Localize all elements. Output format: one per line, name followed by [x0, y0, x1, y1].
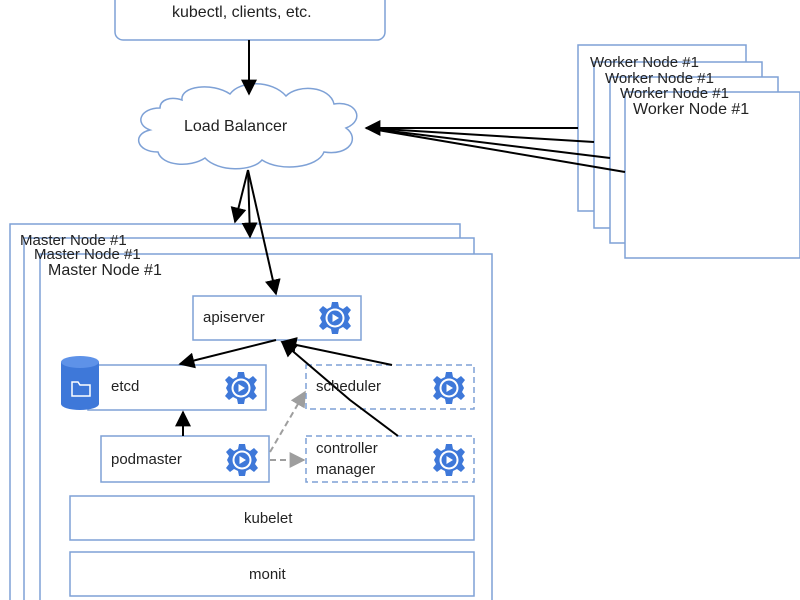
scheduler-gear-icon [433, 372, 465, 404]
load-balancer-label: Load Balancer [184, 118, 288, 135]
arrow-apiserver-to-etcd [178, 339, 277, 369]
arrow-worker2-to-lb [365, 127, 595, 143]
controller-manager-label-line2: manager [316, 461, 376, 478]
arrow-lb-to-apiserver [247, 169, 281, 296]
arrow-controller-to-apiserver [280, 340, 399, 437]
worker-node-front [624, 91, 800, 259]
arrow-lb-to-master1 [230, 169, 249, 224]
arrow-scheduler-to-apiserver [280, 337, 393, 366]
podmaster-label: podmaster [111, 451, 182, 468]
controller-manager-gear-icon [433, 444, 465, 476]
monit-box [69, 551, 475, 597]
arrow-worker3-to-lb [365, 127, 611, 159]
master-node-label-back-1: Master Node #1 [20, 232, 127, 249]
arrow-worker4-to-lb [365, 127, 626, 173]
monit-label: monit [249, 566, 286, 583]
worker-node-label-back-1: Worker Node #1 [590, 54, 699, 71]
load-balancer-cloud [138, 83, 358, 170]
clients-label: kubectl, clients, etc. [172, 4, 312, 21]
master-node-label-front: Master Node #1 [48, 262, 162, 279]
worker-node-label-back-2: Worker Node #1 [605, 70, 714, 87]
etcd-gear-icon [225, 372, 257, 404]
dashed-arrow-podmaster-to-scheduler [269, 390, 306, 453]
apiserver-label: apiserver [203, 309, 265, 326]
podmaster-gear-icon [226, 444, 258, 476]
apiserver-gear-icon [319, 302, 351, 334]
etcd-label: etcd [111, 378, 140, 395]
database-folder-icon [61, 356, 99, 410]
kubelet-label: kubelet [244, 510, 293, 527]
controller-manager-label-line1: controller [316, 440, 378, 457]
worker-node-label-front: Worker Node #1 [633, 101, 750, 118]
scheduler-label: scheduler [316, 378, 382, 395]
kubelet-box [69, 495, 475, 541]
arrow-lb-to-master2 [241, 169, 258, 239]
worker-node-label-back-3: Worker Node #1 [620, 85, 729, 102]
master-node-label-back-2: Master Node #1 [34, 246, 141, 263]
